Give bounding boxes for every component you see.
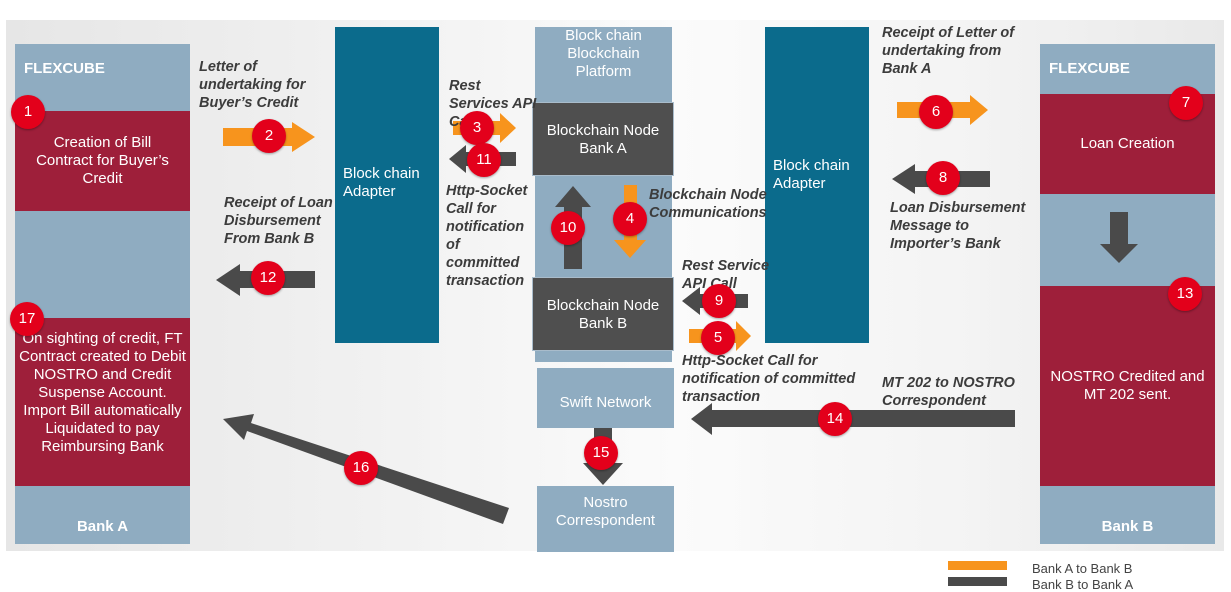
nostro-correspondent-box <box>537 486 674 552</box>
legend-swatch-orange <box>948 561 1007 570</box>
bank-b-footer: Bank B <box>1101 518 1154 535</box>
bank-a-creation-text: Creation of Bill Contract for Buyer’s Cr… <box>36 134 169 187</box>
adapter-a-text: Block chain Adapter <box>343 165 420 200</box>
badge-9: 9 <box>702 284 736 318</box>
bank-a-header: FLEXCUBE <box>24 60 105 77</box>
node-b-box <box>532 277 674 351</box>
text-mt202: MT 202 to NOSTRO Correspondent <box>882 375 1015 409</box>
badge-12: 12 <box>251 261 285 295</box>
text-rest-a: Rest Services API Call <box>449 78 537 130</box>
text-receipt-letter: Receipt of Letter of undertaking from Ba… <box>882 25 1015 77</box>
node-a-text: Blockchain Node Bank A <box>546 122 660 157</box>
text-letter: Letter of undertaking for Buyer’s Credit <box>199 59 306 111</box>
swift-network-text: Swift Network <box>559 394 652 411</box>
badge-2: 2 <box>252 119 286 153</box>
badge-10: 10 <box>551 211 585 245</box>
swift-network-box <box>537 368 674 428</box>
legend-label-b-to-a: Bank B to Bank A <box>1032 577 1134 592</box>
node-b-text: Blockchain Node Bank B <box>546 297 660 332</box>
legend-label-a-to-b: Bank A to Bank B <box>1032 561 1133 576</box>
badge-15: 15 <box>584 436 618 470</box>
badge-4: 4 <box>613 202 647 236</box>
bank-b-header: FLEXCUBE <box>1049 60 1130 77</box>
badge-17: 17 <box>10 302 44 336</box>
badge-5: 5 <box>701 321 735 355</box>
bank-a-creation-box <box>15 111 190 211</box>
arrow-14-dark <box>691 403 1015 435</box>
badge-3: 3 <box>460 111 494 145</box>
text-http-b: Http-Socket Call for notification of com… <box>682 353 856 405</box>
adapter-b-text: Block chain Adapter <box>773 157 850 192</box>
text-node-comm: Blockchain Node Communications <box>649 187 767 221</box>
badge-11: 11 <box>467 143 501 177</box>
bank-b-nostro-text: NOSTRO Credited and MT 202 sent. <box>1050 368 1205 403</box>
badge-1: 1 <box>11 95 45 129</box>
bank-a-sighting-text: On sighting of credit, FT Contract creat… <box>19 330 186 455</box>
adapter-a-box <box>335 27 439 343</box>
legend-swatch-dark <box>948 577 1007 586</box>
bank-a-sighting-box <box>15 318 190 486</box>
bank-a-footer: Bank A <box>76 518 129 535</box>
arrow-loan-down-dark <box>1100 212 1138 263</box>
bank-b-nostro-box <box>1040 286 1215 486</box>
badge-16: 16 <box>344 451 378 485</box>
badge-7: 7 <box>1169 86 1203 120</box>
platform-title: Block chain Blockchain Platform <box>565 27 642 80</box>
badge-13: 13 <box>1168 277 1202 311</box>
badge-6: 6 <box>919 95 953 129</box>
text-http-a: Http-Socket Call for notification of com… <box>446 183 528 289</box>
badge-8: 8 <box>926 161 960 195</box>
text-loan-msg: Loan Disbursement Message to Importer’s … <box>890 200 1026 252</box>
text-receipt-loan: Receipt of Loan Disbursement From Bank B <box>224 195 333 247</box>
bank-b-loan-text: Loan Creation <box>1080 135 1175 152</box>
badge-14: 14 <box>818 402 852 436</box>
node-a-box <box>532 102 674 176</box>
adapter-b-box <box>765 27 869 343</box>
nostro-correspondent-text: Nostro Correspondent <box>555 494 656 529</box>
